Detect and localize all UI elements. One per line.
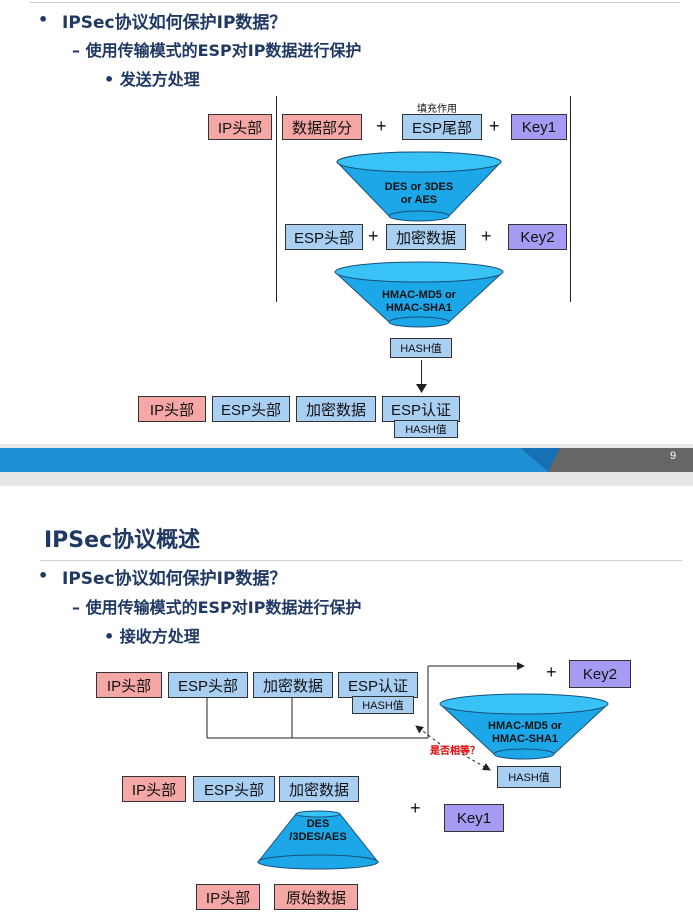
title-rule bbox=[40, 560, 682, 561]
arrow-line bbox=[421, 360, 422, 388]
bullet-sub: – 使用传输模式的ESP对IP数据进行保护 bbox=[72, 598, 362, 617]
bullet-sub: – 使用传输模式的ESP对IP数据进行保护 bbox=[72, 41, 362, 60]
bullet-question: IPSec协议如何保护IP数据？ bbox=[62, 13, 287, 33]
hash-box: HASH值 bbox=[390, 338, 452, 358]
encrypted-data-box: 加密数据 bbox=[386, 224, 466, 250]
key1-box: Key1 bbox=[511, 114, 567, 140]
plus-sign: + bbox=[376, 116, 387, 136]
right-vline bbox=[570, 96, 571, 302]
bullet-question: IPSec协议如何保护IP数据？ bbox=[62, 569, 287, 589]
rx-hash-box: HASH值 bbox=[352, 696, 414, 714]
page-number: 9 bbox=[670, 450, 677, 462]
slide-title: IPSec协议概述 bbox=[44, 528, 201, 553]
slide-2: IPSec协议概述 • IPSec协议如何保护IP数据？ – 使用传输模式的ES… bbox=[0, 486, 693, 917]
connector-lines bbox=[206, 662, 525, 771]
key2-box: Key2 bbox=[508, 224, 567, 250]
left-vline bbox=[276, 96, 277, 302]
plus-sign: + bbox=[410, 798, 421, 818]
funnel-label: DES/3DES/AES bbox=[289, 818, 347, 843]
plus-sign: + bbox=[489, 116, 500, 136]
bullet-dot: • bbox=[38, 566, 49, 585]
esp-header-box: ESP头部 bbox=[285, 224, 363, 250]
encrypted-data-box: 加密数据 bbox=[279, 776, 359, 802]
final-ip-header-box: IP头部 bbox=[196, 884, 260, 910]
result-ip-header-box: IP头部 bbox=[138, 396, 206, 422]
bullet-sender: • 发送方处理 bbox=[104, 70, 200, 89]
ip-header-box: IP头部 bbox=[122, 776, 186, 802]
result-encrypted-box: 加密数据 bbox=[296, 396, 376, 422]
pad-label: 填充作用 bbox=[417, 104, 457, 115]
slide-1: • IPSec协议如何保护IP数据？ – 使用传输模式的ESP对IP数据进行保护… bbox=[0, 2, 693, 472]
hmac-funnel bbox=[439, 693, 609, 760]
result-esp-auth-box: ESP认证 bbox=[382, 396, 460, 422]
arrow-head bbox=[416, 384, 427, 393]
header-rule bbox=[30, 2, 680, 3]
plus-sign: + bbox=[368, 226, 379, 246]
compare-label: 是否相等？ bbox=[430, 746, 480, 757]
bullet-receiver: • 接收方处理 bbox=[104, 627, 200, 646]
rx-esp-header-box: ESP头部 bbox=[168, 672, 248, 698]
plus-sign: + bbox=[481, 226, 492, 246]
rx-encrypted-box: 加密数据 bbox=[253, 672, 333, 698]
result-esp-header-box: ESP头部 bbox=[212, 396, 290, 422]
ip-header-box: IP头部 bbox=[208, 114, 272, 140]
key2-box: Key2 bbox=[569, 660, 631, 688]
key1-box: Key1 bbox=[444, 804, 504, 832]
esp-tail-box: ESP尾部 bbox=[402, 114, 482, 140]
hmac-funnel bbox=[334, 261, 504, 328]
rx-esp-auth-box: ESP认证 bbox=[338, 672, 418, 698]
result-hash-box: HASH值 bbox=[394, 420, 458, 438]
computed-hash-box: HASH值 bbox=[497, 766, 561, 788]
plus-sign: + bbox=[546, 662, 557, 682]
esp-header-box: ESP头部 bbox=[193, 776, 275, 802]
footer-band bbox=[0, 444, 693, 472]
encryption-funnel bbox=[336, 151, 502, 222]
decryption-funnel bbox=[256, 810, 380, 870]
bullet-dot: • bbox=[38, 10, 49, 29]
original-data-box: 原始数据 bbox=[274, 884, 358, 910]
slide-gap bbox=[0, 472, 693, 486]
rx-ip-header-box: IP头部 bbox=[96, 672, 162, 698]
data-part-box: 数据部分 bbox=[282, 114, 362, 140]
